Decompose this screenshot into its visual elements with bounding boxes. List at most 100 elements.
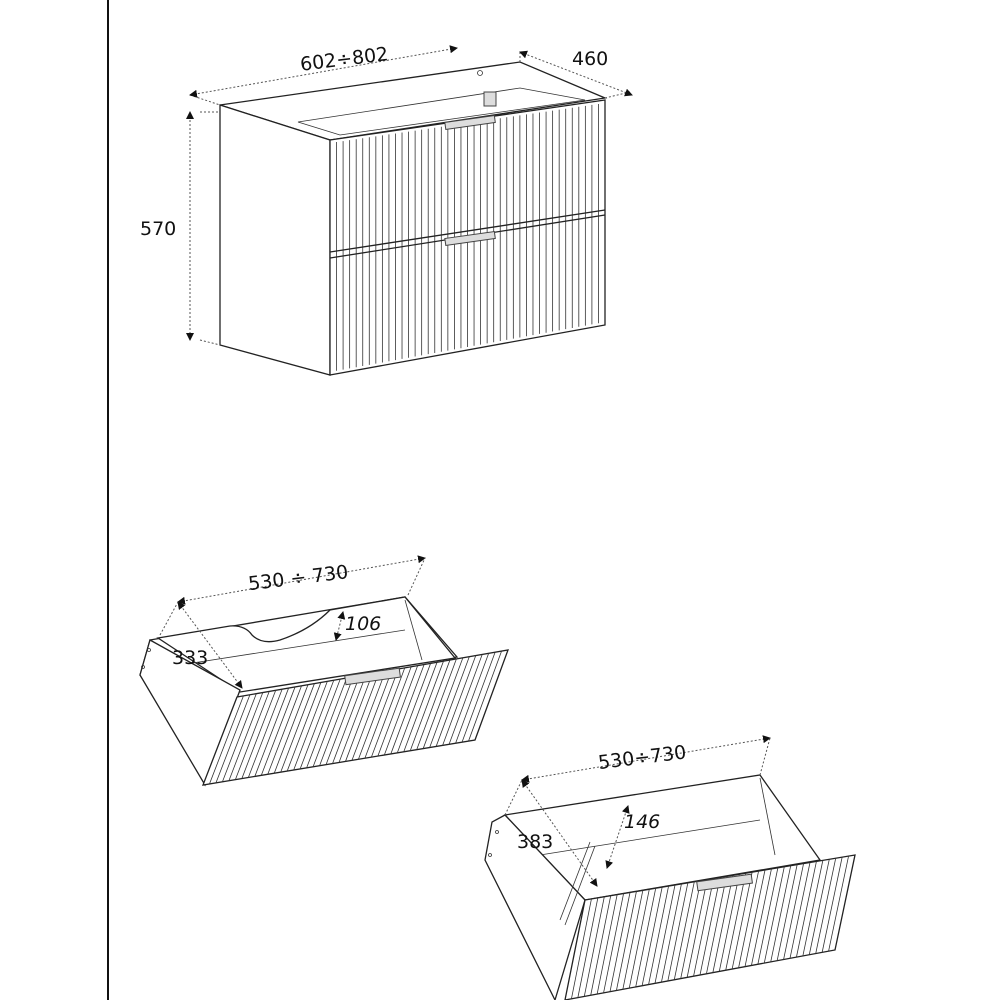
flute-line [673, 881, 695, 980]
flute-line [280, 683, 315, 773]
flute-line [783, 863, 804, 960]
flute-line [448, 654, 483, 745]
drawer-bottom-width-label: 530÷730 [597, 741, 687, 774]
flute-line [821, 857, 843, 953]
flute-line [712, 875, 734, 973]
flute-line [796, 861, 817, 958]
flute-line [228, 692, 264, 781]
flute-line [461, 652, 496, 743]
cabinet-depth-label: 460 [572, 48, 608, 70]
flute-line [590, 895, 612, 996]
flute-line [680, 880, 702, 979]
flute-line [209, 695, 244, 785]
flute-line [731, 872, 753, 970]
flute-line [641, 887, 663, 986]
cabinet [186, 45, 633, 376]
drawer-bottom-height-label: 146 [624, 811, 660, 833]
flute-line [358, 670, 393, 760]
flute-line [661, 883, 682, 983]
drawer-bottom-depth-label: 383 [517, 831, 553, 853]
flute-line [583, 896, 605, 997]
flute-line [260, 686, 296, 776]
drawer-top-width-label: 530 ÷ 730 [247, 561, 349, 595]
flute-line [254, 687, 289, 777]
flute-line [345, 672, 380, 762]
flute-line [383, 665, 419, 756]
flute-line [429, 657, 464, 748]
flute-line [616, 891, 637, 991]
drawer-top-depth-label: 333 [172, 647, 208, 669]
flute-line [789, 862, 811, 959]
flute-line [686, 879, 708, 978]
flute-line [416, 659, 451, 750]
flute-line [306, 678, 341, 768]
flute-line [808, 859, 830, 955]
flute-line [390, 664, 425, 755]
flute-line [648, 885, 669, 985]
flute-line [377, 666, 412, 757]
flute-line [422, 658, 457, 749]
flute-line [403, 662, 438, 752]
flute-line [273, 684, 309, 774]
drawer-bottom [484, 735, 856, 1000]
drawer-top [139, 555, 509, 787]
cabinet-side [219, 104, 331, 376]
flute-line [364, 668, 399, 759]
flute-line [667, 882, 689, 982]
handle-top [444, 114, 496, 131]
cabinet-height-label: 570 [140, 218, 176, 240]
flute-line [338, 673, 373, 763]
flute-line [235, 691, 270, 780]
flute-line [802, 860, 824, 957]
flute-line [215, 694, 251, 784]
flute-line [247, 689, 283, 778]
flute-line [622, 890, 644, 990]
flute-line [654, 884, 676, 984]
flute-line [267, 685, 302, 775]
flute-line [635, 888, 657, 987]
flute-line [312, 677, 348, 767]
flute-line [293, 681, 328, 771]
drawer-bottom-handle [696, 873, 753, 892]
flute-line [744, 869, 766, 967]
flute-line [725, 873, 747, 971]
flute-line [299, 680, 335, 770]
flute-line [351, 671, 386, 761]
flute-line [628, 889, 650, 989]
flute-line [409, 661, 444, 751]
flute-line [757, 867, 779, 965]
flute-line [699, 877, 721, 976]
flute-line [332, 674, 367, 764]
flute-line [815, 858, 837, 954]
flute-line [577, 897, 599, 998]
flute-line [571, 898, 592, 999]
cabinet-width-label: 602÷802 [299, 43, 389, 76]
flute-line [770, 865, 792, 962]
bracket [483, 91, 497, 107]
flute-line [693, 878, 714, 977]
flute-line [241, 690, 277, 779]
handle-bottom [444, 230, 496, 247]
flute-line [319, 676, 354, 766]
flute-line [706, 876, 727, 974]
flute-line [222, 693, 257, 782]
flute-line [286, 682, 322, 772]
flute-line [828, 855, 849, 952]
flute-line [603, 893, 624, 993]
flute-line [396, 663, 431, 753]
flute-line [435, 656, 470, 747]
flute-line [738, 870, 759, 968]
flute-line [325, 675, 360, 765]
drawer-top-handle [344, 667, 401, 686]
flute-line [609, 892, 631, 992]
flute-line [468, 650, 502, 742]
flute-line [718, 874, 740, 972]
flute-line [763, 866, 785, 964]
flute-line [442, 655, 477, 746]
flute-line [371, 667, 406, 758]
drawer-top-height-label: 106 [345, 613, 381, 635]
flute-line [751, 868, 772, 966]
flute-line [455, 653, 490, 744]
flute-line [776, 864, 798, 961]
